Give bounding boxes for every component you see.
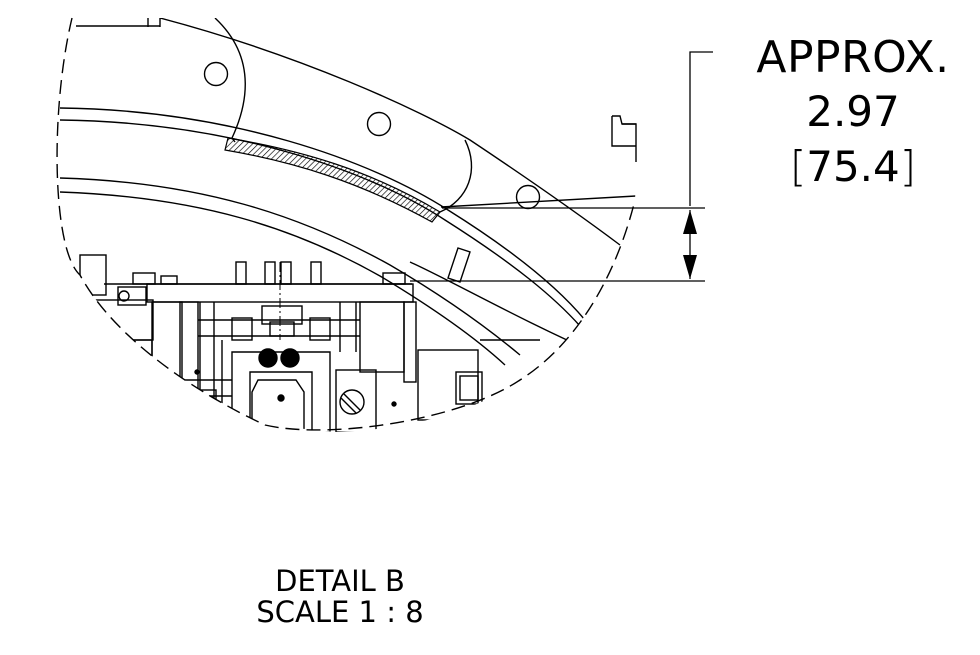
detail-boundary: [56, 17, 636, 431]
cover-segment: [76, 18, 636, 213]
bolt-hole-1: [203, 61, 229, 87]
detail-scale: SCALE 1 : 8: [256, 595, 424, 629]
bolt-hole-3: [515, 184, 541, 210]
hatched-section: [224, 137, 441, 223]
tab-feature: [447, 247, 471, 283]
dimension-prefix: APPROX.: [756, 32, 950, 83]
bolt-hole-2: [366, 111, 392, 137]
bracket-close: ]: [899, 142, 917, 191]
detail-label: DETAIL B: [275, 564, 405, 598]
standoffs: [132, 261, 406, 285]
dimension-arrows: [683, 210, 697, 279]
screw-head: [339, 389, 365, 415]
bracket-open: [: [789, 142, 807, 191]
dimension-mm-number: 75.4: [806, 142, 900, 191]
dimension-value-inch: 2.97: [806, 87, 900, 136]
dimension-lines: [410, 51, 713, 282]
dimension-value-mm: [75.4]: [770, 143, 936, 191]
housing-arcs: [59, 18, 621, 366]
bracket-symbol: [611, 115, 637, 162]
